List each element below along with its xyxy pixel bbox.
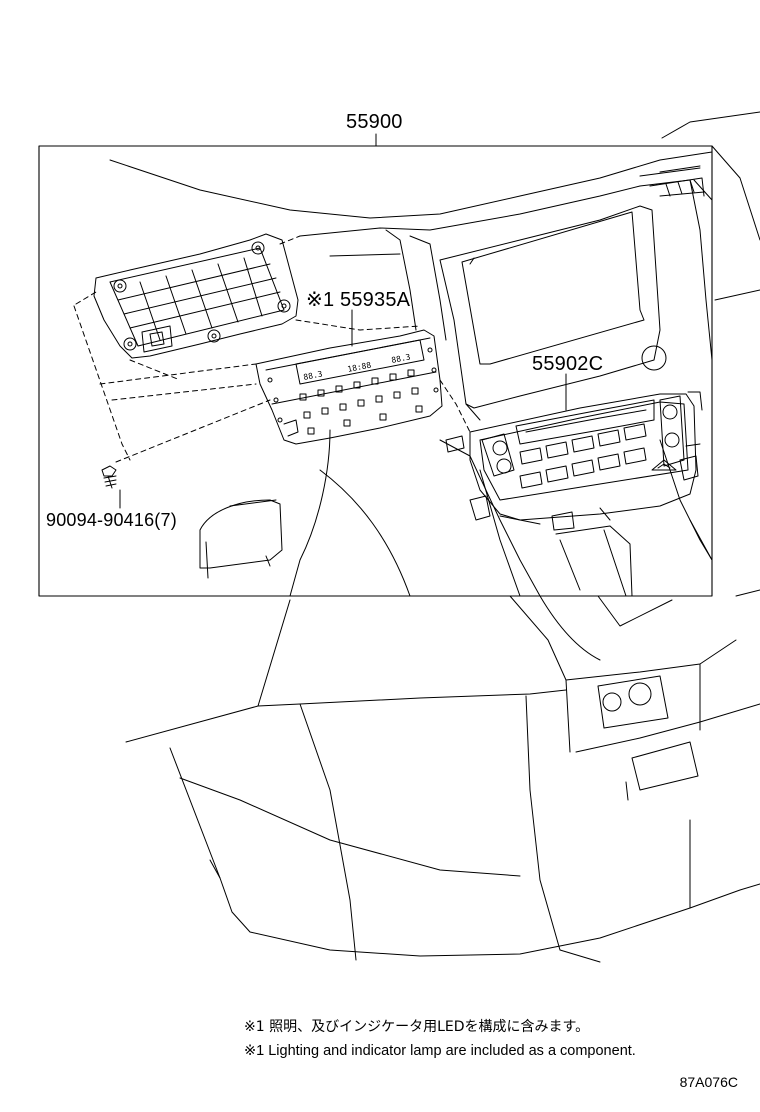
screw xyxy=(102,466,116,488)
footnote-japanese: ※1 照明、及びインジケータ用LEDを構成に含みます。 xyxy=(244,1019,590,1035)
illustration-code: 87A076C xyxy=(679,1074,738,1090)
board-display-digits: 88.3 18:88 88.3 xyxy=(303,352,412,382)
callout-90094-90416: 90094-90416(7) xyxy=(46,510,177,530)
panel-55902c xyxy=(446,392,702,530)
callout-55902c: 55902C xyxy=(532,353,603,375)
svg-text:88.3: 88.3 xyxy=(391,352,412,365)
rear-cover xyxy=(94,234,298,358)
exploded-view-lines xyxy=(74,236,470,462)
dashboard-outline xyxy=(126,112,760,962)
navigation-display xyxy=(440,206,666,420)
svg-text:18:88: 18:88 xyxy=(347,360,373,373)
dash-surface xyxy=(110,152,712,596)
footnote-english: ※1 Lighting and indicator lamp are inclu… xyxy=(244,1043,636,1059)
callout-55935a: ※1 55935A xyxy=(306,289,411,311)
svg-text:88.3: 88.3 xyxy=(303,369,324,382)
led-board-55935a xyxy=(256,330,442,444)
callout-55900: 55900 xyxy=(346,111,403,133)
